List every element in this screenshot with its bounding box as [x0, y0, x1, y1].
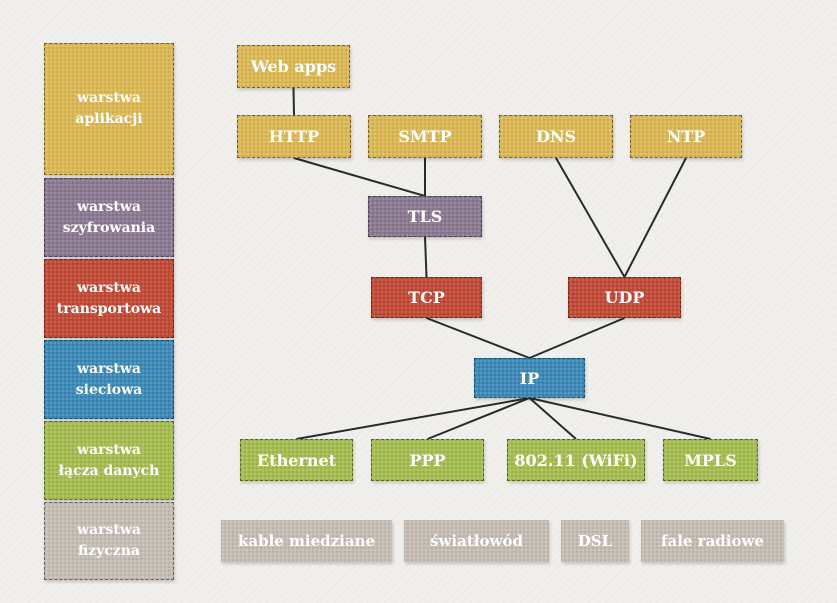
node-ntp: NTP: [630, 115, 742, 158]
layer-physical: warstwa fizyczna: [44, 502, 174, 580]
node-http: HTTP: [237, 115, 351, 158]
node-ethernet: Ethernet: [240, 439, 353, 481]
node-ip: IP: [474, 358, 585, 398]
edge-ip-wifi: [528, 397, 577, 440]
node-ppp: PPP: [371, 439, 484, 481]
node-mpls: MPLS: [663, 439, 758, 481]
physical-medium-radio: fale radiowe: [641, 520, 784, 562]
edge-ntp-udp: [623, 157, 687, 278]
node-wifi: 802.11 (WiFi): [507, 439, 645, 481]
edge-webapps-http: [292, 87, 295, 116]
node-udp: UDP: [568, 277, 681, 318]
edge-ip-ethernet: [296, 397, 530, 440]
physical-medium-dsl: DSL: [561, 520, 629, 562]
node-dns: DNS: [499, 115, 613, 158]
node-tls: TLS: [368, 196, 482, 237]
layer-data-link: warstwa łącza danych: [44, 421, 174, 500]
edge-tls-tcp: [424, 236, 428, 278]
node-tcp: TCP: [371, 277, 482, 318]
physical-medium-fiber: światłowód: [404, 520, 549, 562]
node-webapps: Web apps: [237, 45, 350, 88]
edge-ip-ppp: [427, 397, 530, 440]
edge-http-tls: [293, 157, 426, 197]
layer-transport: warstwa transportowa: [44, 259, 174, 338]
edge-dns-udp: [555, 157, 626, 278]
edge-ip-mpls: [529, 397, 711, 440]
node-smtp: SMTP: [368, 115, 482, 158]
layer-application: warstwa aplikacji: [44, 43, 174, 175]
layer-network: warstwa sieciowa: [44, 340, 174, 419]
edge-tcp-ip: [426, 317, 530, 359]
layer-encryption: warstwa szyfrowania: [44, 178, 174, 257]
physical-medium-copper: kable miedziane: [221, 520, 392, 562]
edge-udp-ip: [529, 317, 625, 359]
